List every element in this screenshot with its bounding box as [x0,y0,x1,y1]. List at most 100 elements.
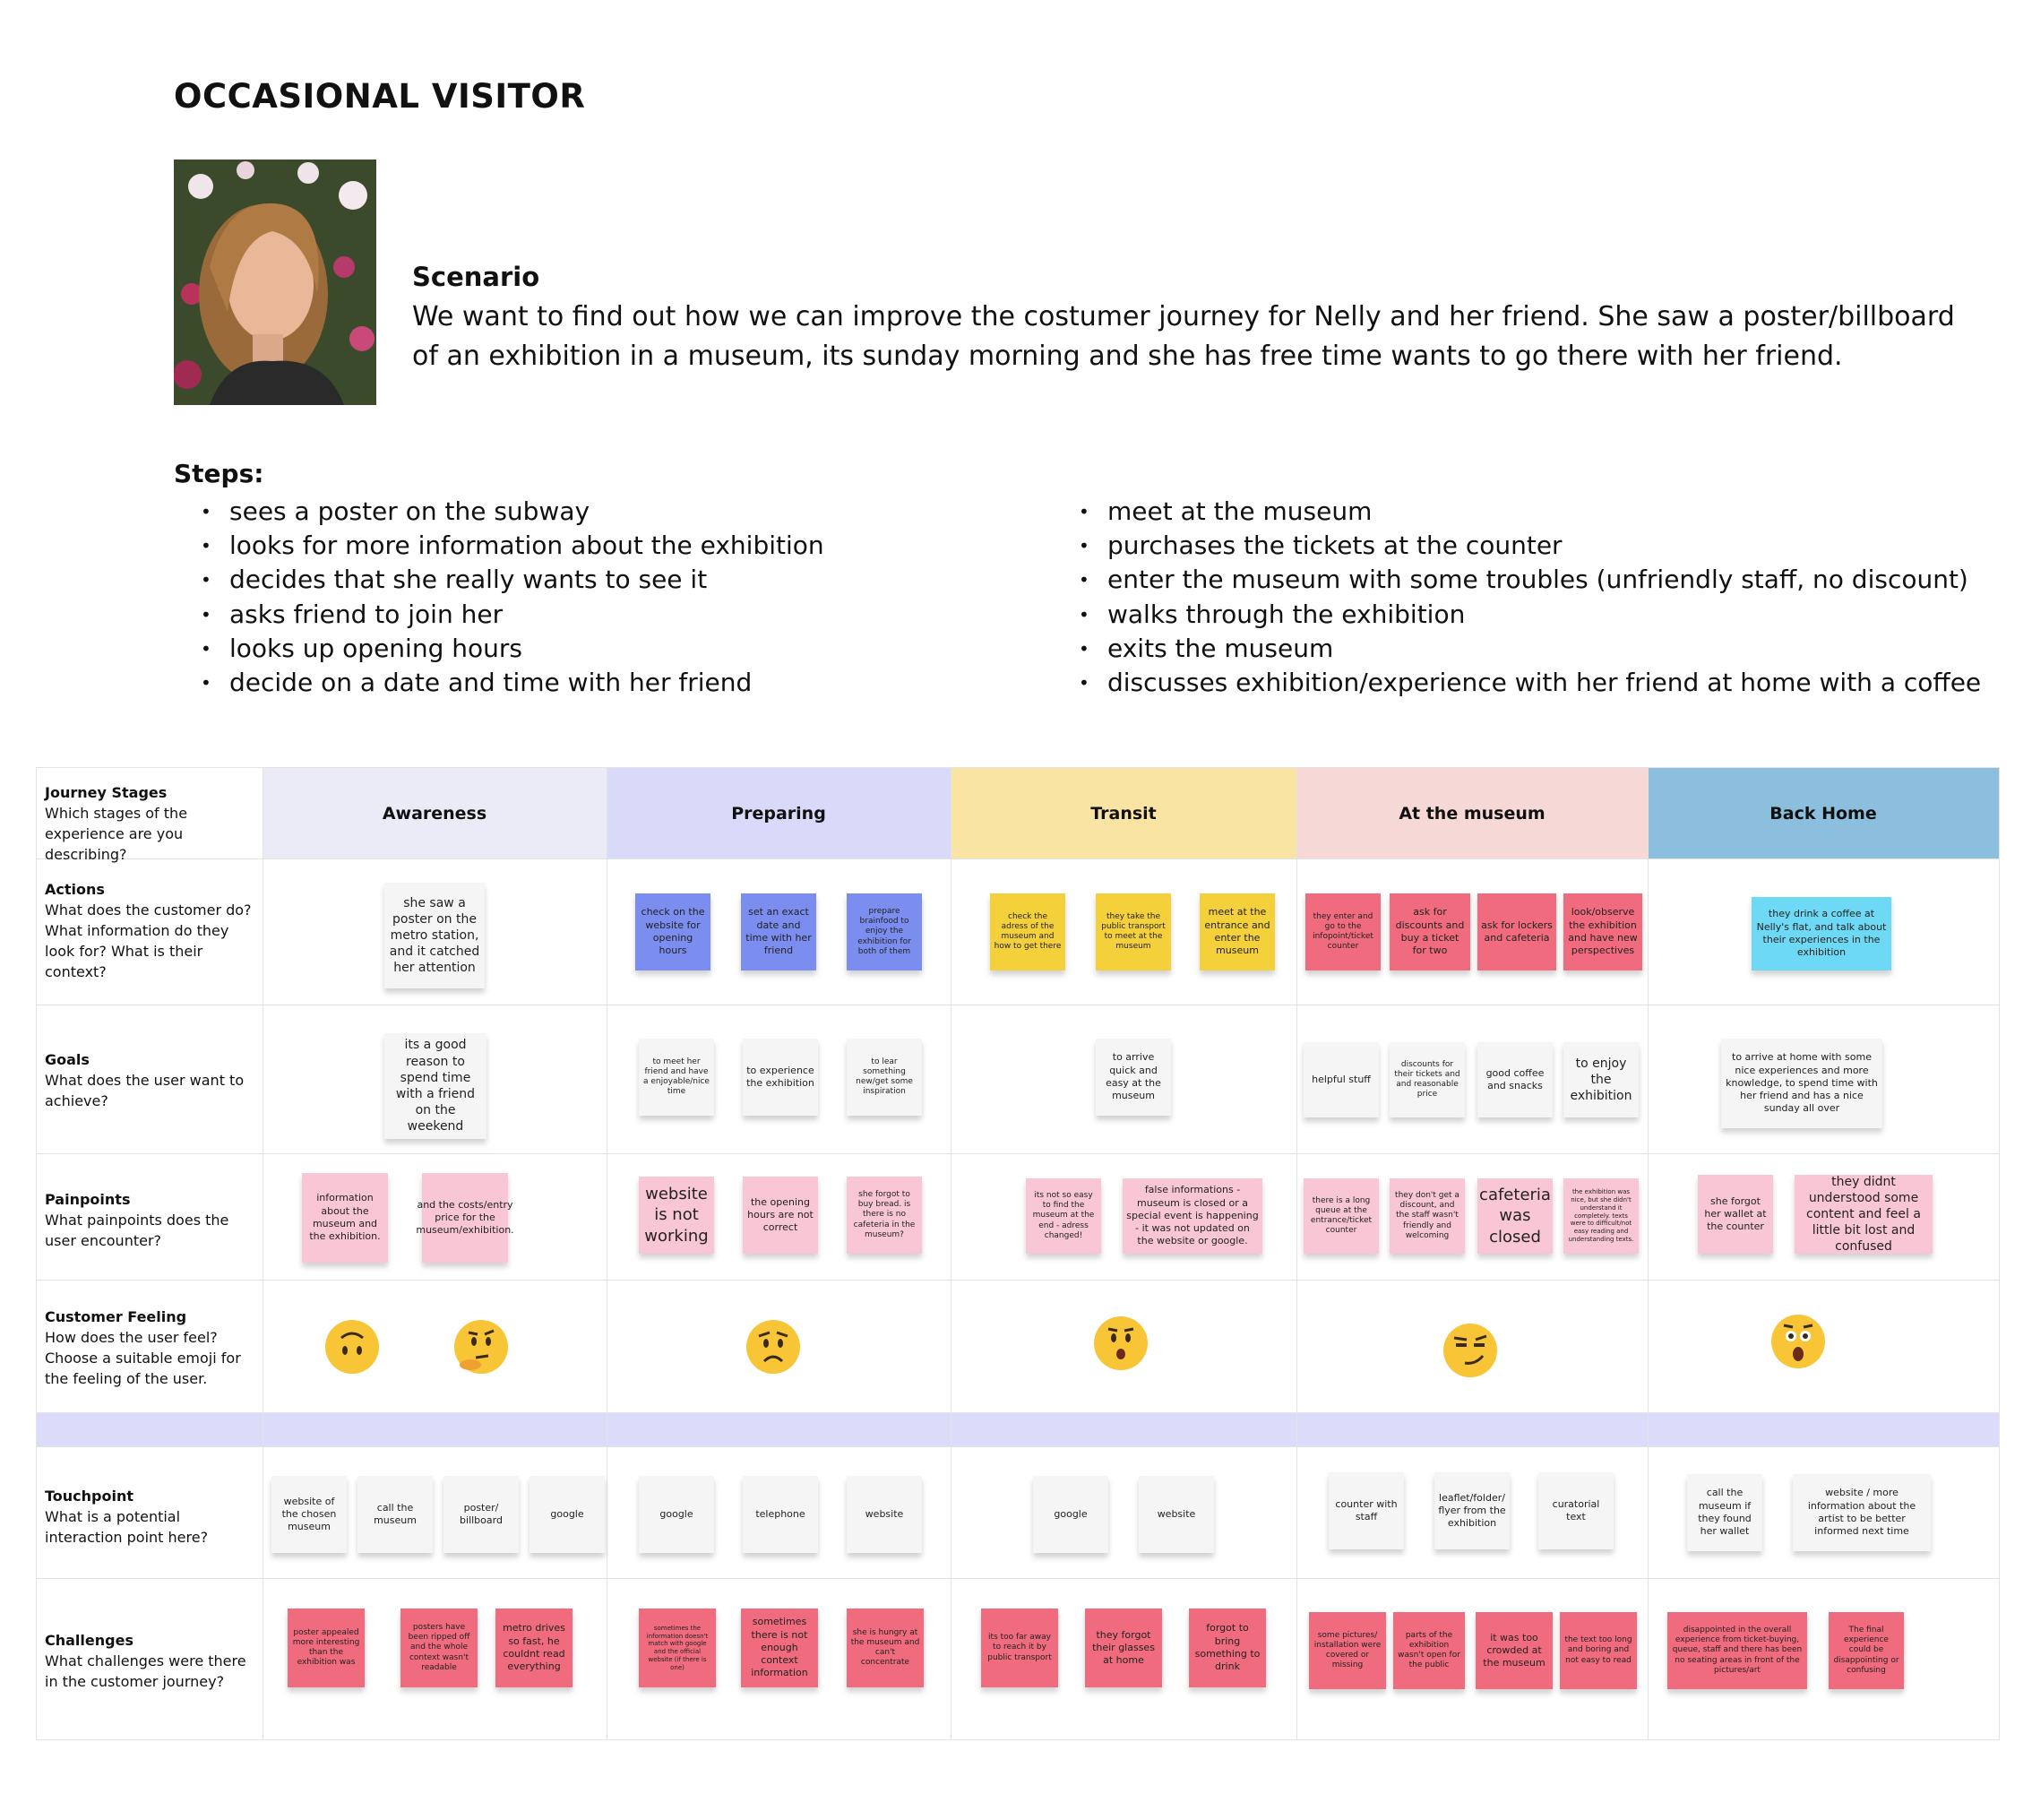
steps-list-right: meet at the museum purchases the tickets… [1055,495,1981,700]
row-desc: How does the user feel? Choose a suitabl… [45,1329,241,1387]
upside-down-face-emoji [325,1320,379,1374]
sticky-note[interactable]: they take the public transport to meet a… [1096,893,1171,970]
sticky-note[interactable]: ask for discounts and buy a ticket for t… [1390,893,1470,970]
sticky-note[interactable]: posters have been ripped off and the who… [400,1609,478,1687]
row-desc: What painpoints does the user encounter? [45,1212,229,1249]
sticky-note[interactable]: poster appealed more interesting than th… [288,1609,365,1687]
astonished-face-emoji [1771,1315,1825,1368]
sticky-note[interactable]: look/observe the exhibition and have new… [1563,893,1642,970]
row-title: Actions [45,881,105,898]
empty-band [37,1412,1999,1446]
scenario-heading: Scenario [412,262,540,292]
sticky-note[interactable]: leaflet/folder/ flyer from the exhibitio… [1434,1472,1510,1549]
sticky-note[interactable]: google [639,1476,714,1553]
sticky-note[interactable]: it was too crowded at the museum [1476,1612,1553,1689]
sticky-note[interactable]: metro drives so fast, he couldnt read ev… [495,1609,573,1687]
row-divider [37,1446,1999,1447]
sticky-note[interactable]: good coffee and snacks [1477,1042,1553,1117]
sticky-note[interactable]: its a good reason to spend time with a f… [384,1033,486,1139]
sticky-note[interactable]: some pictures/ installation were covered… [1309,1612,1386,1689]
sticky-note[interactable]: the opening hours are not correct [743,1177,818,1254]
sticky-note[interactable]: to meet her friend and have a enjoyable/… [639,1039,714,1116]
sticky-note[interactable]: check on the website for opening hours [635,893,710,970]
sticky-note[interactable]: she is hungry at the museum and can't co… [847,1609,924,1687]
sticky-note[interactable]: to experience the exhibition [743,1039,818,1116]
sticky-note[interactable]: check the adress of the museum and how t… [990,893,1065,970]
sticky-note[interactable]: they enter and go to the infopoint/ticke… [1305,893,1381,970]
sticky-note[interactable]: counter with staff [1329,1472,1404,1549]
sticky-note[interactable]: meet at the entrance and enter the museu… [1200,893,1275,970]
row-divider [37,1280,1999,1281]
sticky-note[interactable]: call the museum if they found her wallet [1687,1474,1762,1551]
sticky-note[interactable]: The final experience could be disappoint… [1829,1612,1904,1689]
row-title: Touchpoint [45,1488,134,1505]
steps-list-left: sees a poster on the subway looks for mo… [177,495,824,700]
sticky-note[interactable]: ask for lockers and cafeteria [1477,893,1556,970]
step-item: sees a poster on the subway [177,495,824,529]
sticky-note[interactable]: prepare brainfood to enjoy the exhibitio… [847,893,922,970]
sticky-note[interactable]: disappointed in the overall experience f… [1667,1612,1807,1689]
sticky-note[interactable]: they drink a coffee at Nelly's flat, and… [1752,897,1891,970]
sticky-note[interactable]: to enjoy the exhibition [1563,1042,1639,1117]
step-item: purchases the tickets at the counter [1055,529,1981,563]
sticky-note[interactable]: google [530,1476,605,1553]
sticky-note[interactable]: information about the museum and the exh… [302,1173,388,1263]
sticky-note[interactable]: they didnt understood some content and f… [1795,1175,1933,1254]
sticky-note[interactable]: telephone [743,1476,818,1553]
sticky-note[interactable]: to lear something new/get some inspirati… [847,1039,922,1116]
row-desc: What does the user want to achieve? [45,1072,245,1109]
sticky-note[interactable]: call the museum [357,1476,433,1553]
step-item: exits the museum [1055,632,1981,666]
sticky-note[interactable]: the exhibition was nice, but she didn't … [1563,1178,1639,1254]
sticky-note[interactable]: the text too long and boring and not eas… [1560,1612,1637,1689]
sticky-note[interactable]: false informations - museum is closed or… [1123,1178,1262,1254]
column-divider [1296,768,1297,1739]
sticky-note[interactable]: set an exact date and time with her frie… [741,893,816,970]
sticky-note[interactable]: cafeteria was closed [1477,1178,1553,1254]
sticky-note[interactable]: there is a long queue at the entrance/ti… [1304,1178,1379,1254]
row-desc: What does the customer do? What informat… [45,901,252,980]
sticky-note[interactable]: curatorial text [1538,1472,1614,1549]
sticky-note[interactable]: sometimes the information doesn't match … [639,1609,716,1687]
sticky-note[interactable]: google [1033,1476,1108,1553]
sticky-note[interactable]: she forgot to buy bread. is there is no … [847,1177,922,1254]
sticky-note[interactable]: website / more information about the art… [1793,1474,1931,1551]
column-divider [1648,768,1649,1739]
sticky-note[interactable]: they don't get a discount, and the staff… [1390,1178,1465,1254]
stage-at-the-museum: At the museum [1296,768,1648,858]
sticky-note[interactable]: sometimes there is not enough context in… [741,1609,818,1687]
sticky-note[interactable]: website of the chosen museum [271,1476,347,1553]
row-title: Challenges [45,1632,133,1649]
page-title: OCCASIONAL VISITOR [174,77,586,116]
sticky-note[interactable]: forgot to bring something to drink [1189,1609,1266,1687]
row-divider [37,1153,1999,1154]
sticky-note[interactable]: and the costs/entry price for the museum… [416,1173,514,1263]
sticky-note[interactable]: to arrive quick and easy at the museum [1096,1039,1171,1116]
journey-map-board: Awareness Preparing Transit At the museu… [36,767,2000,1740]
sticky-note[interactable]: website is not working [639,1177,714,1254]
sticky-note[interactable]: parts of the exhibition wasn't open for … [1393,1612,1465,1689]
sticky-note[interactable]: poster/ billboard [443,1476,519,1553]
sticky-note[interactable]: she saw a poster on the metro station, a… [384,883,485,988]
sticky-note[interactable]: to arrive at home with some nice experie… [1721,1039,1882,1128]
sticky-note[interactable]: helpful stuff [1304,1042,1379,1117]
sticky-note[interactable]: she forgot her wallet at the counter [1698,1175,1773,1254]
sticky-note[interactable]: its too far away to reach it by public t… [981,1609,1058,1687]
row-desc: Which stages of the experience are you d… [45,805,188,863]
sticky-note[interactable]: website [847,1476,922,1553]
worried-face-emoji [746,1320,800,1374]
row-desc: What is a potential interaction point he… [45,1508,209,1546]
stage-awareness: Awareness [263,768,607,858]
scenario-text: We want to find out how we can improve t… [412,301,1955,372]
sticky-note[interactable]: they forgot their glasses at home [1085,1609,1162,1687]
sticky-note[interactable]: discounts for their tickets and and reas… [1390,1042,1465,1117]
steps-heading: Steps: [174,459,264,488]
smirking-face-emoji [1443,1324,1497,1377]
sticky-note[interactable]: its not so easy to find the museum at th… [1026,1178,1101,1254]
sticky-note[interactable]: website [1139,1476,1214,1553]
